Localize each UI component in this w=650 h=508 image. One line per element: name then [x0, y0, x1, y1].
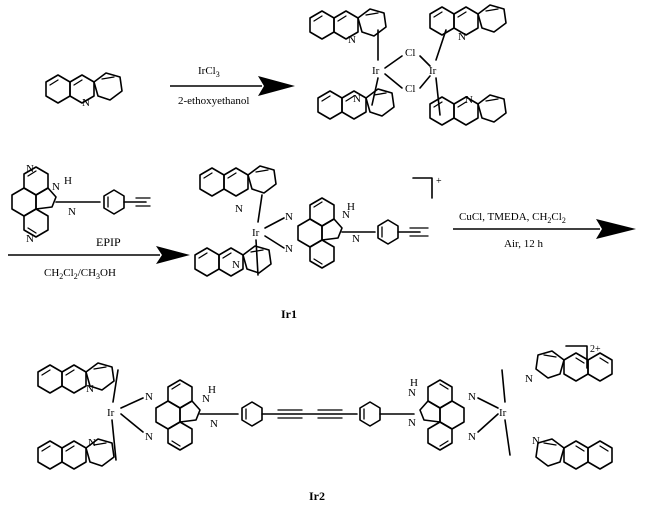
n-atom: N [532, 435, 540, 447]
ir2-charge: 2+ [590, 344, 601, 355]
h-atom: H [64, 175, 72, 187]
n-atom: N [82, 97, 90, 109]
n-atom: N [26, 233, 34, 245]
ir-atom: Ir [429, 65, 437, 77]
ir-atom: Ir [252, 227, 260, 239]
n-atom: N [145, 431, 153, 443]
n-atom: N [352, 233, 360, 245]
n-atom: N [145, 391, 153, 403]
solvent-ch2cl2-ch3oh: CH2Cl2/CH3OH [44, 267, 116, 281]
n-atom: N [458, 31, 466, 43]
reagent-ircl3: IrCl3 [198, 65, 220, 79]
reaction-arrow-1 [170, 76, 295, 96]
cl-atom: Cl [405, 83, 415, 95]
ir1-label: Ir1 [281, 307, 297, 321]
chloro-bridged-dimer: Ir Ir Cl Cl N N N N [309, 4, 507, 126]
nh-atom: N [342, 209, 350, 221]
h-atom: H [347, 201, 355, 213]
ir-atom: Ir [499, 407, 507, 419]
reagents-cucl-tmeda: CuCl, TMEDA, CH2Cl2 [459, 211, 566, 225]
n-atom: N [408, 417, 416, 429]
n-atom: N [465, 94, 473, 106]
n-atom: N [210, 418, 218, 430]
nh-atom: N [52, 181, 60, 193]
nh-atom: N [408, 387, 416, 399]
conditions-air: Air, 12 h [504, 238, 543, 250]
h-atom: H [208, 384, 216, 396]
ir-atom: Ir [372, 65, 380, 77]
n-atom: N [285, 243, 293, 255]
epip-ligand: N N N H N [11, 163, 151, 245]
ir1-charge: + [436, 176, 442, 187]
epip-label: EPIP [96, 235, 121, 249]
ir1-complex: Ir N N N N N H N + [194, 165, 442, 277]
reaction-arrow-3 [453, 219, 636, 239]
n-atom: N [525, 373, 533, 385]
solvent-ethoxyethanol: 2-ethoxyethanol [178, 95, 249, 107]
ir-atom: Ir [107, 407, 115, 419]
n-atom: N [348, 34, 356, 46]
n-atom: N [86, 383, 94, 395]
h-atom: H [410, 377, 418, 389]
n-atom: N [285, 211, 293, 223]
n-atom: N [232, 259, 240, 271]
n-atom: N [235, 203, 243, 215]
ir2-complex: Ir N N N N N H N N H N N N Ir [37, 344, 613, 470]
n-atom: N [26, 163, 34, 175]
n-atom: N [468, 391, 476, 403]
n-atom: N [468, 431, 476, 443]
nh-atom: N [202, 393, 210, 405]
reaction-arrow-2 [8, 246, 190, 264]
phenylquinoline-reactant: N [45, 72, 123, 109]
ir2-label: Ir2 [309, 489, 325, 503]
n-atom: N [353, 93, 361, 105]
n-atom: N [88, 437, 96, 449]
cl-atom: Cl [405, 47, 415, 59]
n-atom: N [68, 206, 76, 218]
